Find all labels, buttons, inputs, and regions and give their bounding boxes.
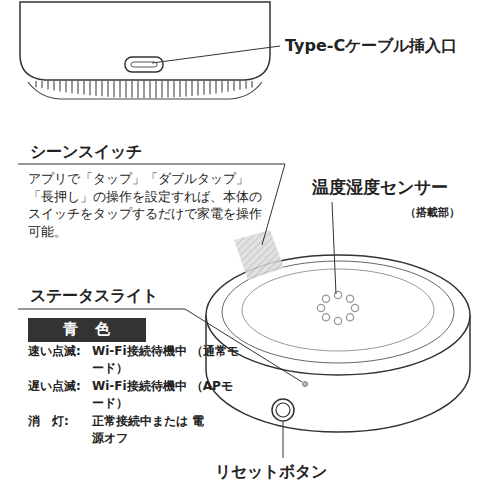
vent-fin (59, 81, 60, 91)
vent-fin (53, 81, 54, 90)
device-side-body (20, 2, 270, 80)
sensor-hole (334, 317, 341, 324)
vent-fin (149, 81, 150, 98)
vent-base (28, 82, 262, 99)
sensor-hole (351, 304, 358, 311)
vent-fin (35, 81, 36, 87)
vent-fin (209, 81, 210, 94)
vent-fin (95, 81, 96, 96)
sensor-hole (317, 304, 324, 311)
part-name: 温度湿度センサー (312, 176, 448, 200)
vent-fin (47, 81, 48, 89)
vent-fin (185, 81, 186, 96)
vent-fin (155, 81, 156, 98)
vent-fin (197, 81, 198, 95)
state-description: 正常接続中または 電源オフ (92, 413, 210, 447)
vent-fin (119, 81, 120, 97)
part-name: Type-Cケーブル挿入口 (285, 35, 457, 57)
vent-fin (65, 81, 66, 92)
device-top-panel (242, 269, 434, 351)
vent-fin (143, 81, 144, 98)
vent-fin (215, 81, 216, 93)
color-band: 青 色 (28, 318, 146, 342)
sensor-hole (322, 314, 329, 321)
part-name: シーンスイッチ (30, 141, 142, 163)
state-description: Wi-Fi接続待機中 （通常モード） (92, 343, 242, 377)
leader-line (283, 422, 284, 458)
vent-fin (113, 81, 114, 97)
vent-fin (239, 81, 240, 90)
vent-fin (131, 81, 132, 98)
part-name: ステータスライト (30, 285, 158, 307)
vent-fin (173, 81, 174, 97)
leader-line (332, 202, 336, 294)
state-term: 速い点滅: (28, 343, 98, 360)
vent-fin (167, 81, 168, 98)
vent-fin (77, 81, 78, 94)
reset-button-inner (276, 403, 290, 417)
vent-fin (101, 81, 102, 96)
part-name: リセットボタン (215, 461, 327, 483)
vent-fin (191, 81, 192, 96)
state-term: 遅い点滅: (28, 378, 98, 395)
vent-fin (137, 81, 138, 98)
vent-fin (83, 81, 84, 95)
vent-fin (89, 81, 90, 95)
vent-fin (245, 81, 246, 89)
vent-fin (161, 81, 162, 98)
sensor-hole (346, 314, 353, 321)
leader-line (18, 309, 302, 382)
vent-fin (203, 81, 204, 95)
vent-fin (107, 81, 108, 97)
vent-fin (71, 81, 72, 93)
vent-fin (221, 81, 222, 93)
note: （搭載部） (405, 205, 460, 220)
vent-fin (233, 81, 234, 91)
vent-fin (251, 81, 252, 88)
status-light (303, 382, 308, 387)
sensor-hole (346, 295, 353, 302)
leader-line (18, 164, 285, 245)
type-c-port (125, 57, 163, 72)
state-term: 消 灯: (28, 413, 98, 430)
vent-fin (227, 81, 228, 92)
scene-switch-area (234, 230, 284, 280)
leader-line (152, 46, 280, 63)
vent-fins (36, 81, 252, 98)
sensor-hole (322, 295, 329, 302)
description: アプリで「タップ」「ダブルタップ」「長押し」の操作を設定すれば、本体のスイッチを… (28, 170, 268, 240)
reset-button-outer (272, 399, 294, 421)
band-text: 青 色 (28, 318, 146, 340)
vent-fin (41, 81, 42, 88)
vent-fin (125, 81, 126, 98)
sensor-holes (317, 291, 358, 324)
state-description: Wi-Fi接続待機中 （APモード） (92, 378, 242, 412)
vent-fin (179, 81, 180, 97)
